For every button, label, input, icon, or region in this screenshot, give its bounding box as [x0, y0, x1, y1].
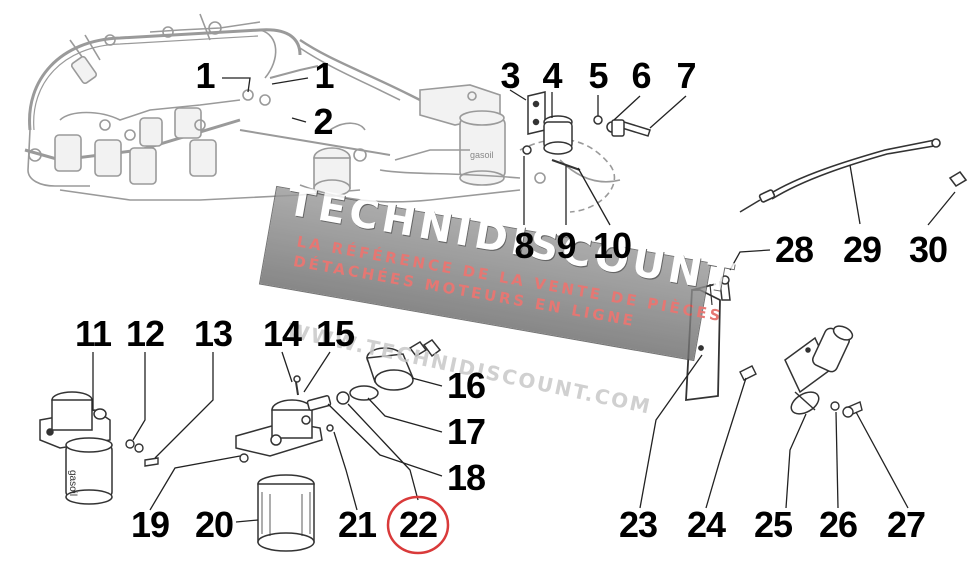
clip-30 — [948, 170, 968, 188]
fuel-filter-assembly-11 — [39, 391, 113, 505]
throttle-cable — [739, 138, 968, 213]
washer-26-bolt-27 — [830, 401, 863, 418]
small-hardware-12-13-19 — [125, 439, 249, 467]
part-number-25: 25 — [753, 504, 793, 545]
part-number-3: 3 — [500, 55, 520, 96]
stop-solenoid-assembly — [522, 91, 651, 171]
part-number-26: 26 — [818, 504, 858, 545]
part-number-4: 4 — [542, 55, 562, 96]
screw-9 — [551, 159, 581, 171]
part-number-14: 14 — [262, 313, 302, 354]
part-number-5: 5 — [588, 55, 608, 96]
part-number-12: 12 — [125, 313, 165, 354]
bolt-7 — [621, 121, 651, 137]
part-number-24: 24 — [686, 504, 726, 545]
part-number-30: 30 — [908, 229, 948, 270]
part-number-9: 9 — [556, 225, 576, 266]
washer-5 — [593, 115, 603, 125]
solenoid-bracket — [527, 91, 546, 135]
nut-8 — [522, 145, 532, 155]
fitting-28 — [719, 275, 731, 301]
screw-24 — [739, 365, 757, 381]
solenoid-25 — [784, 325, 854, 415]
part-number-1-left: 1 — [195, 55, 215, 96]
part-number-10: 10 — [592, 225, 632, 266]
part-number-8: 8 — [514, 225, 534, 266]
part-number-27: 27 — [886, 504, 926, 545]
highlight-circle-22 — [386, 495, 450, 555]
part-number-18: 18 — [446, 457, 486, 498]
part-number-1-right: 1 — [314, 55, 334, 96]
part-number-2: 2 — [313, 101, 333, 142]
part-number-21: 21 — [337, 504, 377, 545]
o-ring-22 — [336, 391, 350, 405]
part-number-13: 13 — [193, 313, 233, 354]
filter-head-bracket — [235, 375, 332, 457]
part-number-23: 23 — [618, 504, 658, 545]
part-number-17: 17 — [446, 411, 486, 452]
spin-on-filter-20 — [257, 474, 315, 552]
filter-label-small: gasoil — [470, 150, 494, 160]
part-number-16: 16 — [446, 365, 486, 406]
part-number-6: 6 — [631, 55, 651, 96]
part-number-11: 11 — [74, 313, 112, 354]
leader-lines — [92, 77, 956, 523]
part-number-15: 15 — [315, 313, 355, 354]
part-number-20: 20 — [194, 504, 234, 545]
filter-label-large: gasoil — [67, 470, 78, 497]
part-number-7: 7 — [676, 55, 696, 96]
filter-cartridge-16-17 — [326, 339, 442, 432]
part-number-22: 22 — [398, 504, 438, 545]
part-number-19: 19 — [130, 504, 170, 545]
part-number-29: 29 — [842, 229, 882, 270]
part-number-28: 28 — [774, 229, 814, 270]
